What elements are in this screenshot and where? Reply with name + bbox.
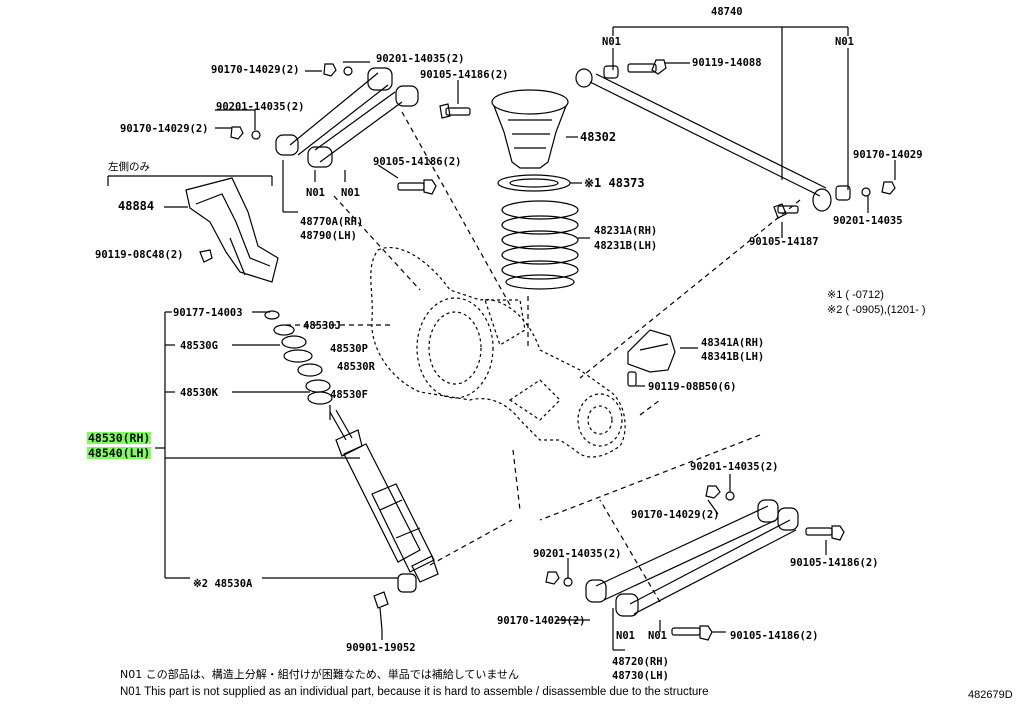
callout-48770a[interactable]: 48770A(RH) — [300, 216, 364, 228]
callout-48540-lh-highlighted[interactable]: 48540(LH) — [87, 446, 152, 460]
note-star2: ※2 ( -0905),(1201- ) — [827, 304, 926, 316]
callout-48530a[interactable]: ※2 48530A — [193, 578, 253, 590]
callout-90170-14029[interactable]: 90170-14029(2) — [211, 64, 300, 76]
callout-48341a[interactable]: 48341A(RH) — [701, 337, 765, 349]
callout-90201-14035[interactable]: 90201-14035(2) — [690, 461, 779, 473]
callout-48530r[interactable]: 48530R — [337, 361, 375, 373]
callout-90177-14003[interactable]: 90177-14003 — [173, 307, 243, 319]
lateral-rod-48740 — [575, 59, 896, 219]
callout-n01: N01 — [616, 630, 635, 642]
callout-48341b[interactable]: 48341B(LH) — [701, 351, 765, 363]
lower-control-arm — [585, 499, 799, 617]
callout-48740[interactable]: 48740 — [711, 6, 743, 18]
callout-48530k[interactable]: 48530K — [180, 387, 218, 399]
callout-n01: N01 — [341, 187, 360, 199]
bracket-48884 — [185, 177, 279, 283]
callout-90105-14187[interactable]: 90105-14187 — [749, 236, 819, 248]
callout-48530f[interactable]: 48530F — [330, 389, 368, 401]
callout-90201-14035[interactable]: 90201-14035(2) — [216, 101, 305, 113]
callout-90105-14186[interactable]: 90105-14186(2) — [790, 557, 879, 569]
callout-90201-14035[interactable]: 90201-14035(2) — [533, 548, 622, 560]
upper-control-arm — [275, 67, 419, 168]
callout-48730[interactable]: 48730(LH) — [612, 670, 669, 682]
callout-48231a[interactable]: 48231A(RH) — [594, 225, 658, 237]
callout-90105-14186[interactable]: 90105-14186(2) — [420, 69, 509, 81]
callout-90201-14035[interactable]: 90201-14035(2) — [376, 53, 465, 65]
note-n01-japanese: N01 この部品は、構造上分解・組付けが困難なため、単品では補給していません — [120, 668, 520, 681]
callout-48530-rh-highlighted[interactable]: 48530(RH) — [87, 431, 152, 445]
callout-90119-14088[interactable]: 90119-14088 — [692, 57, 762, 69]
callout-n01: N01 — [835, 36, 854, 48]
shock-absorber — [329, 409, 439, 593]
callout-90901-19052[interactable]: 90901-19052 — [346, 642, 416, 654]
callout-48530j[interactable]: 48530J — [303, 320, 341, 332]
callout-48720[interactable]: 48720(RH) — [612, 656, 669, 668]
note-star1: ※1 ( -0712) — [827, 289, 884, 301]
bump-stop-48302 — [491, 89, 569, 169]
callout-90105-14186[interactable]: 90105-14186(2) — [730, 630, 819, 642]
note-left-side-only: 左側のみ — [108, 161, 150, 173]
coil-spring — [501, 200, 579, 290]
callout-48790[interactable]: 48790(LH) — [300, 230, 357, 242]
callout-48530p[interactable]: 48530P — [330, 343, 368, 355]
callout-n01: N01 — [306, 187, 325, 199]
callout-90105-14186[interactable]: 90105-14186(2) — [373, 156, 462, 168]
callout-90170-14029[interactable]: 90170-14029(2) — [497, 615, 586, 627]
callout-n01: N01 — [648, 630, 667, 642]
callout-48302[interactable]: 48302 — [580, 130, 617, 144]
axle-housing — [370, 247, 626, 458]
callout-90119-08c48[interactable]: 90119-08C48(2) — [95, 249, 184, 261]
callout-n01: N01 — [602, 36, 621, 48]
diagram-reference-number: 482679D — [968, 689, 1013, 701]
note-n01-english: N01 This part is not supplied as an indi… — [120, 686, 709, 698]
callout-48373[interactable]: ※1 48373 — [584, 176, 645, 190]
callout-48231b[interactable]: 48231B(LH) — [594, 240, 658, 252]
callout-90170-14029[interactable]: 90170-14029 — [853, 149, 923, 161]
callout-90201-14035[interactable]: 90201-14035 — [833, 215, 903, 227]
callout-48530g[interactable]: 48530G — [180, 340, 218, 352]
callout-90170-14029[interactable]: 90170-14029(2) — [120, 123, 209, 135]
callout-48884[interactable]: 48884 — [118, 199, 155, 213]
callout-90119-08b50[interactable]: 90119-08B50(6) — [648, 381, 737, 393]
bracket-48341 — [627, 329, 676, 373]
callout-90170-14029[interactable]: 90170-14029(2) — [631, 509, 720, 521]
